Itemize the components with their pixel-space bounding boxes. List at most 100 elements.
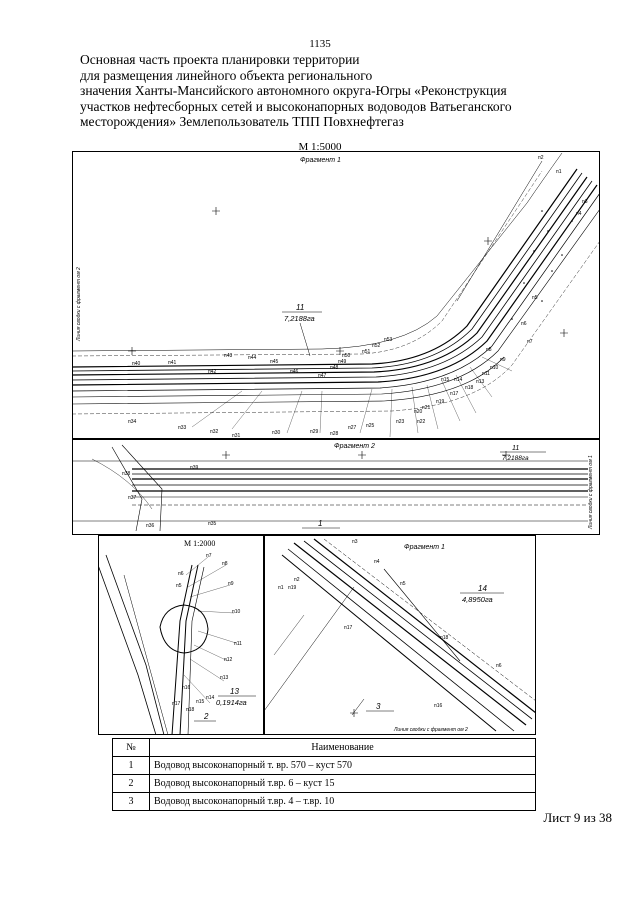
point-label: п9 xyxy=(228,581,234,587)
point-label: п22 xyxy=(417,419,425,425)
point-label: п10 xyxy=(232,609,240,615)
point-label: п42 xyxy=(208,369,216,375)
point-label: п8 xyxy=(222,561,228,567)
point-label: п17 xyxy=(172,701,180,707)
point-label: п44 xyxy=(248,355,256,361)
point-label: п16 xyxy=(182,685,190,691)
page-number: 1135 xyxy=(309,38,331,50)
point-label: п3 xyxy=(582,199,588,205)
map-fragment-2: Фрагмент 2 Линия сводки с фрагмент ом 1 … xyxy=(72,439,600,535)
row-name: Водовод высоконапорный т.вр. 6 – куст 15 xyxy=(149,774,536,793)
point-label: п40 xyxy=(132,361,140,367)
point-label: п49 xyxy=(338,359,346,365)
point-label: п31 xyxy=(232,433,240,439)
point-label: п14 xyxy=(454,377,462,383)
point-label: п47 xyxy=(318,373,326,379)
callout-3: 3 xyxy=(376,702,381,711)
point-label: п18 xyxy=(465,385,473,391)
point-label: п34 xyxy=(128,419,136,425)
point-label: п36 xyxy=(146,523,154,529)
point-label: п6 xyxy=(178,571,184,577)
fragment-1-inset-title: Фрагмент 1 xyxy=(404,544,445,551)
point-label: п3 xyxy=(352,539,358,545)
point-label: п21 xyxy=(422,405,430,411)
row-name: Водовод высоконапорный т.вр. 4 – т.вр. 1… xyxy=(149,792,536,811)
plot-14-number: 14 xyxy=(478,584,487,593)
point-label: п32 xyxy=(210,429,218,435)
point-label: п6 xyxy=(521,321,527,327)
point-label: п43 xyxy=(224,353,232,359)
callout-2: 2 xyxy=(203,712,209,721)
table-row: 1 Водовод высоконапорный т. вр. 570 – ку… xyxy=(112,756,536,775)
table-row: 2 Водовод высоконапорный т.вр. 6 – куст … xyxy=(112,774,536,793)
point-label: п9 xyxy=(500,357,506,363)
callout-1: 1 xyxy=(318,519,322,528)
plot-13-area: 0,1914га xyxy=(216,698,247,707)
point-label: п11 xyxy=(234,641,242,647)
title-line: Основная часть проекта планировки террит… xyxy=(80,52,360,67)
point-label: п27 xyxy=(348,425,356,431)
inset-scale-label: М 1:2000 xyxy=(184,539,215,548)
plot-14-area: 4,8950га xyxy=(462,595,493,604)
plot-13-number: 13 xyxy=(230,687,239,696)
point-label: п10 xyxy=(490,365,498,371)
row-number: 2 xyxy=(112,774,150,793)
point-label: п30 xyxy=(272,430,280,436)
plot-11-number: 11 xyxy=(296,303,304,312)
point-label: п50 xyxy=(342,353,350,359)
point-label: п16 xyxy=(434,703,442,709)
sheet-footer: Лист 9 из 38 xyxy=(543,810,612,825)
fragment-2-title: Фрагмент 2 xyxy=(334,443,375,450)
point-label: п12 xyxy=(224,657,232,663)
point-label: п6 xyxy=(496,663,502,669)
point-label: п2 xyxy=(538,155,544,161)
document-title: Основная часть проекта планировки террит… xyxy=(80,52,580,130)
tie-line-label: Линия сводки с фрагмент ом 2 xyxy=(76,267,82,342)
point-label: п5 xyxy=(176,583,182,589)
point-label: п15 xyxy=(441,377,449,383)
point-label: п5 xyxy=(400,581,406,587)
point-label: п35 xyxy=(208,521,216,527)
point-label: п52 xyxy=(372,343,380,349)
table-row: 3 Водовод высоконапорный т.вр. 4 – т.вр.… xyxy=(112,792,536,811)
point-label: п20 xyxy=(414,409,422,415)
point-label: п5 xyxy=(532,295,538,301)
point-label: п17 xyxy=(344,625,352,631)
point-label: п11 xyxy=(482,371,490,377)
point-label: п7 xyxy=(527,339,533,345)
point-label: п2 xyxy=(294,577,300,583)
point-label: п19 xyxy=(288,585,296,591)
point-label: п33 xyxy=(178,425,186,431)
point-label: п17 xyxy=(450,391,458,397)
point-label: п25 xyxy=(366,423,374,429)
point-label: п13 xyxy=(476,379,484,385)
point-label: п19 xyxy=(436,399,444,405)
point-label: п14 xyxy=(206,695,214,701)
map-fragment-1: Фрагмент 1 Линия сводки с фрагмент ом 2 … xyxy=(72,151,600,439)
point-label: п13 xyxy=(220,675,228,681)
point-label: п18 xyxy=(186,707,194,713)
legend-table: № Наименование 1 Водовод высоконапорный … xyxy=(112,738,536,811)
point-label: п41 xyxy=(168,360,176,366)
plot-11-area: 7,2188га xyxy=(284,314,315,323)
point-label: п7 xyxy=(206,553,212,559)
title-line: для размещения линейного объекта региона… xyxy=(80,67,373,83)
row-number: 1 xyxy=(112,756,150,775)
column-header-number: № xyxy=(112,738,150,757)
tie-line-label: Линия сводки с фрагмент ом 2 xyxy=(393,727,468,733)
point-label: п4 xyxy=(374,559,380,565)
point-label: п53 xyxy=(384,337,392,343)
fragment-1-title: Фрагмент 1 xyxy=(300,157,341,164)
column-header-name: Наименование xyxy=(149,738,536,757)
point-label: п29 xyxy=(310,429,318,435)
plot-11-area: 7,2188га xyxy=(502,455,529,462)
point-label: п48 xyxy=(330,365,338,371)
point-label: п4 xyxy=(576,211,582,217)
point-label: п45 xyxy=(270,359,278,365)
point-label: п23 xyxy=(396,419,404,425)
tie-line-label: Линия сводки с фрагмент ом 1 xyxy=(588,455,594,530)
row-number: 3 xyxy=(112,792,150,811)
point-label: п51 xyxy=(362,349,370,355)
point-label: п38 xyxy=(122,471,130,477)
point-label: п1 xyxy=(556,169,562,175)
